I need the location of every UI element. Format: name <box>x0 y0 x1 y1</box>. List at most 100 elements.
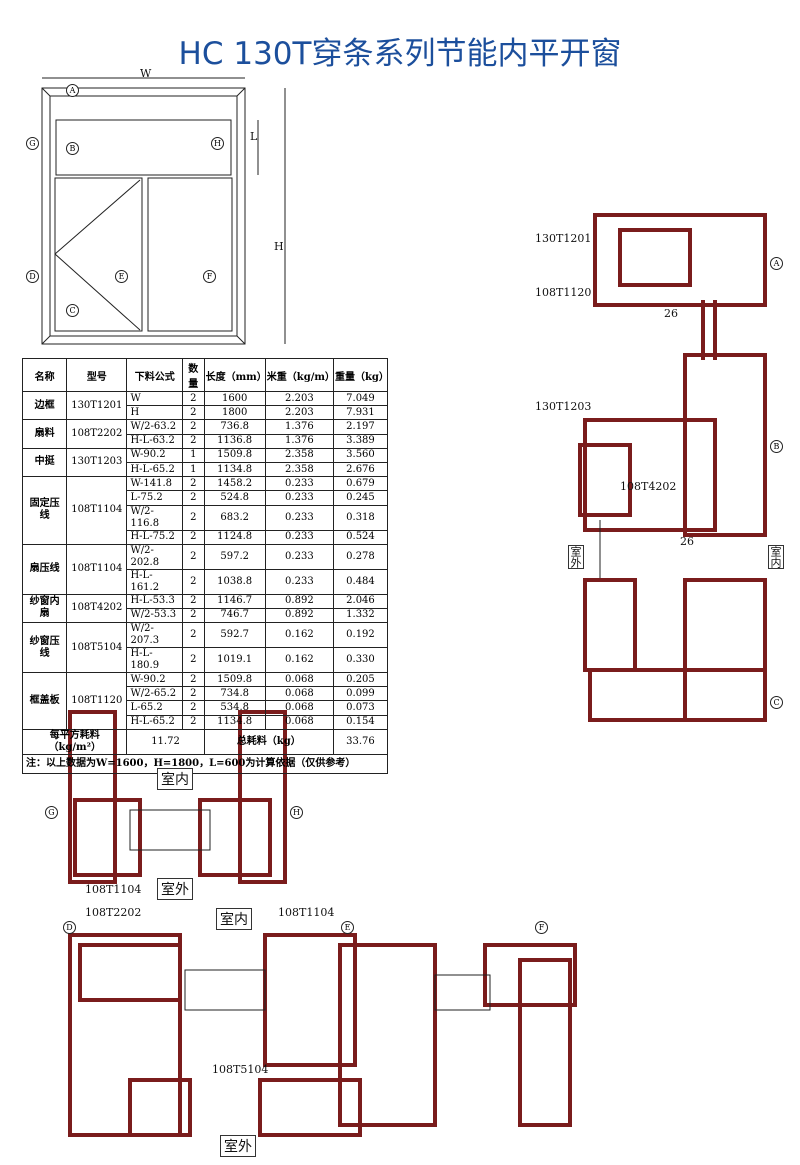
table-cell: 0.154 <box>332 714 389 730</box>
table-cell: 2.046 <box>332 593 389 609</box>
marker-c: C <box>770 696 783 709</box>
table-cell: L-65.2 <box>126 700 184 716</box>
table-cell: 2 <box>182 622 205 649</box>
part-label-130t1201: 130T1201 <box>535 232 592 245</box>
marker-g: G <box>45 806 58 819</box>
table-cell: 0.205 <box>332 672 389 688</box>
total-label: 总耗料（kg） <box>203 728 334 755</box>
table-cell: 736.8 <box>203 419 266 435</box>
outside-label: 室外 <box>568 545 584 569</box>
table-cell: 2 <box>182 433 205 449</box>
marker-h: H <box>211 137 224 150</box>
dimension-26-lower: 26 <box>680 535 694 548</box>
table-cell: 1038.8 <box>203 568 266 595</box>
table-cell: W-90.2 <box>126 672 184 688</box>
inside-label: 室内 <box>157 768 193 790</box>
marker-e: E <box>115 270 128 283</box>
table-cell: W-141.8 <box>126 476 184 492</box>
table-cell: 0.524 <box>332 529 389 545</box>
table-cell: 2.203 <box>264 405 334 421</box>
table-cell: W-90.2 <box>126 447 184 463</box>
table-cell: 7.931 <box>332 405 389 421</box>
part-label-130t1203: 130T1203 <box>535 400 592 413</box>
table-cell: 0.245 <box>332 490 389 506</box>
window-elevation <box>41 77 286 345</box>
table-cell: 683.2 <box>203 504 266 531</box>
column-header: 下料公式 <box>126 358 184 392</box>
table-note: 注：以上数据为W=1600，H=1800，L=600为计算依据（仅供参考） <box>22 753 388 774</box>
table-cell: W/2-63.2 <box>126 419 184 435</box>
marker-f: F <box>535 921 548 934</box>
part-label-108t5104: 108T5104 <box>212 1063 269 1076</box>
part-name: 边框 <box>21 390 68 421</box>
table-cell: 0.162 <box>264 647 334 674</box>
table-cell: 3.389 <box>332 433 389 449</box>
table-cell: H-L-63.2 <box>126 433 184 449</box>
table-cell: 2.203 <box>264 390 334 407</box>
table-cell: 1.332 <box>332 607 389 624</box>
part-name: 中挺 <box>21 447 68 478</box>
outside-label: 室外 <box>157 878 193 900</box>
part-model: 130T1201 <box>66 390 128 421</box>
page-title: HC 130T穿条系列节能内平开窗 <box>178 36 622 72</box>
total-value: 33.76 <box>332 728 389 755</box>
table-cell: 0.073 <box>332 700 389 716</box>
width-dimension-label: W <box>140 67 152 80</box>
part-label-108t1104: 108T1104 <box>278 906 335 919</box>
table-cell: 534.8 <box>203 700 266 716</box>
table-cell: 0.068 <box>264 686 334 702</box>
table-cell: 0.892 <box>264 593 334 609</box>
table-cell: 1019.1 <box>203 647 266 674</box>
part-label-108t1120: 108T1120 <box>535 286 592 299</box>
part-name: 扇压线 <box>21 543 68 595</box>
inside-label: 室内 <box>216 908 252 930</box>
per-m2-value: 11.72 <box>126 728 205 755</box>
table-cell: 592.7 <box>203 622 266 649</box>
table-cell: 1134.8 <box>203 714 266 730</box>
table-cell: 1458.2 <box>203 476 266 492</box>
table-cell: 1.376 <box>264 419 334 435</box>
table-cell: 2 <box>182 529 205 545</box>
marker-g: G <box>26 137 39 150</box>
marker-c: C <box>66 304 79 317</box>
table-cell: 0.278 <box>332 543 389 570</box>
inside-label: 室内 <box>768 545 784 569</box>
table-cell: 2.676 <box>332 461 389 478</box>
part-name: 框盖板 <box>21 672 68 730</box>
section-right-profiles <box>578 213 767 722</box>
table-cell: H-L-53.3 <box>126 593 184 609</box>
part-model: 108T4202 <box>66 593 128 624</box>
column-header: 重量（kg） <box>332 358 389 392</box>
table-cell: 0.099 <box>332 686 389 702</box>
table-cell: 0.233 <box>264 543 334 570</box>
l-dimension-label: L <box>250 130 258 143</box>
marker-e: E <box>341 921 354 934</box>
table-cell: H-L-180.9 <box>126 647 184 674</box>
table-cell: 0.068 <box>264 714 334 730</box>
marker-a: A <box>66 84 79 97</box>
column-header: 型号 <box>66 358 128 392</box>
table-cell: 1146.7 <box>203 593 266 609</box>
table-cell: H-L-65.2 <box>126 714 184 730</box>
part-model: 108T5104 <box>66 622 128 674</box>
part-model: 108T1104 <box>66 543 128 595</box>
table-cell: 734.8 <box>203 686 266 702</box>
column-header: 名称 <box>21 358 68 392</box>
table-cell: 746.7 <box>203 607 266 624</box>
table-cell: 0.233 <box>264 504 334 531</box>
table-cell: 2 <box>182 607 205 624</box>
table-cell: 7.049 <box>332 390 389 407</box>
marker-f: F <box>203 270 216 283</box>
table-cell: 1509.8 <box>203 447 266 463</box>
